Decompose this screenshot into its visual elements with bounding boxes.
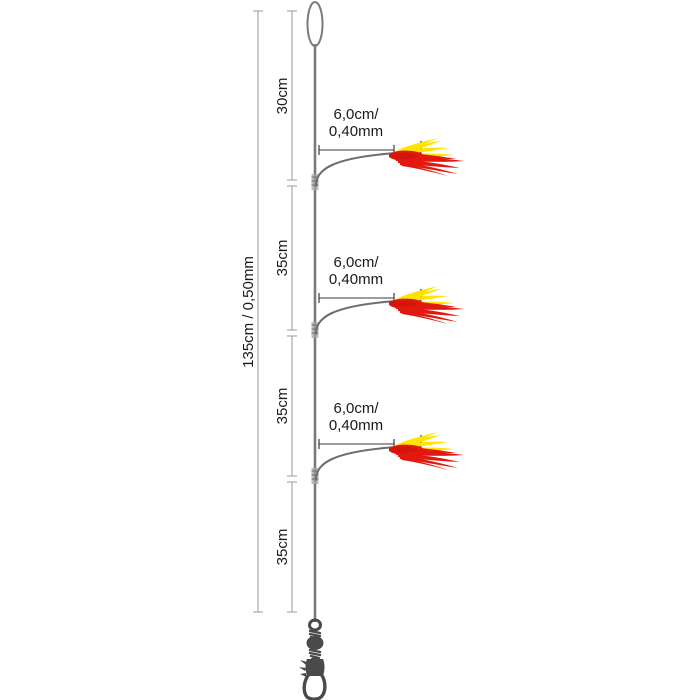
dropper-label-1-line2: 0,40mm: [329, 123, 383, 140]
dropper-label-2-line1: 6,0cm/: [333, 254, 379, 271]
total-length-dimension: [253, 10, 263, 613]
dropper-label-2-line2: 0,40mm: [329, 271, 383, 288]
snap-clip: [299, 659, 327, 700]
segment-label-4: 35cm: [274, 529, 291, 566]
segment-dimension-4: [287, 481, 297, 613]
segment-label-3: 35cm: [274, 388, 291, 425]
dropper-3: 6,0cm/ 0,40mm: [314, 400, 464, 482]
segment-label-1: 30cm: [274, 78, 291, 115]
dropper-label-3-line1: 6,0cm/: [333, 400, 379, 417]
segment-dimension-2: [287, 185, 297, 331]
dropper-1: 6,0cm/ 0,40mm: [314, 106, 464, 188]
dropper-2: 6,0cm/ 0,40mm: [314, 254, 464, 336]
feather-lure-3: [389, 432, 464, 470]
dropper-label-3-line2: 0,40mm: [329, 417, 383, 434]
feather-lure-2: [389, 286, 464, 324]
segment-dimension-1: [287, 10, 297, 181]
loop-knot-icon: [306, 1, 324, 47]
segment-dimension-3: [287, 335, 297, 477]
feather-lure-1: [389, 138, 464, 176]
segment-label-2: 35cm: [274, 240, 291, 277]
dropper-label-1-line1: 6,0cm/: [333, 106, 379, 123]
total-length-label: 135cm / 0,50mm: [240, 256, 257, 368]
